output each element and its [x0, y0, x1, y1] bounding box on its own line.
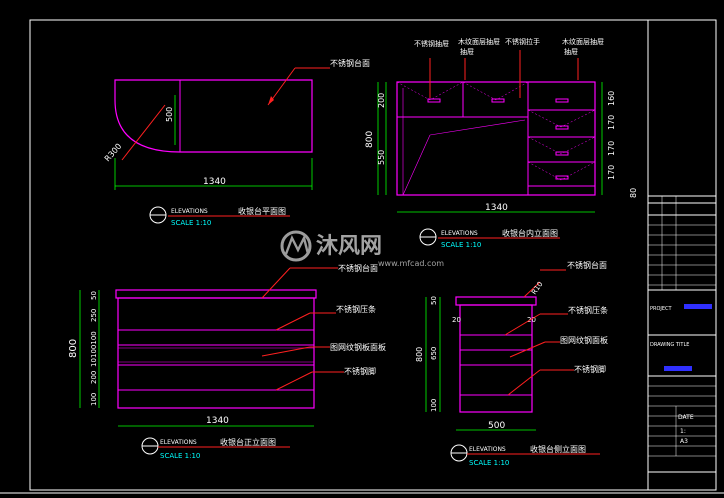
front-scale: SCALE 1:10 — [160, 452, 200, 460]
inner-dash-drawers — [527, 109, 596, 181]
watermark-brand: 沐风网 — [316, 234, 382, 259]
watermark: 沐风网 www.mfcad.com — [280, 230, 444, 268]
front-title: 收银台正立面图 — [220, 437, 276, 447]
inner-handle-6 — [555, 175, 569, 180]
front-label-top: 不锈钢台面 — [338, 263, 378, 273]
inner-dim-160: 160 — [607, 91, 616, 106]
front-dim-width: 1340 — [206, 416, 229, 426]
inner-dim-170b: 170 — [607, 141, 616, 156]
front-leader-top — [261, 267, 291, 299]
side-dim-650: 650 — [430, 347, 438, 360]
side-elevation-view: 不锈钢台面 R10 20 20 不锈钢压条 图网纹钢面板 不锈钢脚 800 50… — [415, 260, 608, 467]
inner-label-drawer-b2: 抽屉 — [564, 47, 578, 56]
front-dim-height: 800 — [68, 339, 79, 358]
inner-elev-tag: ELEVATIONS — [441, 230, 478, 237]
side-label-strip: 不锈钢压条 — [568, 305, 608, 315]
inner-slant-1 — [402, 134, 431, 196]
inner-dim-height: 800 — [365, 131, 375, 148]
tb-project-fill — [684, 304, 712, 309]
front-label-base: 不锈钢脚 — [344, 366, 376, 376]
side-body — [459, 304, 533, 413]
side-leader-strip — [504, 313, 541, 336]
side-title: 收银台侧立面图 — [530, 444, 586, 454]
front-elev-tag: ELEVATIONS — [160, 439, 197, 446]
inner-outline — [396, 81, 596, 196]
side-dim-20b: 20 — [527, 316, 536, 324]
inner-scale: SCALE 1:10 — [441, 241, 481, 249]
title-block: PROJECT DRAWING TITLE DATE 1: A3 — [647, 19, 717, 491]
side-leader-base — [507, 369, 541, 396]
side-elev-tag: ELEVATIONS — [469, 446, 506, 453]
front-dim-200: 200 — [90, 371, 98, 384]
plan-scale: SCALE 1:10 — [171, 219, 211, 227]
inner-dim-200: 200 — [377, 93, 386, 108]
front-leader-panel — [261, 346, 311, 357]
inner-dim-80: 80 — [629, 188, 638, 198]
front-top-slab — [115, 289, 317, 299]
inner-handle-1 — [427, 98, 441, 103]
inner-dim-170a: 170 — [607, 115, 616, 130]
side-dim-50: 50 — [430, 296, 438, 305]
inner-handle-2 — [491, 98, 505, 103]
side-leader-top — [523, 281, 541, 298]
inner-dash-top — [396, 81, 529, 101]
plan-elev-tag: ELEVATIONS — [171, 208, 208, 215]
front-leader-strip — [275, 312, 311, 331]
inner-dim-170c: 170 — [607, 165, 616, 180]
inner-dim-width: 1340 — [485, 203, 508, 213]
inner-dim-550: 550 — [377, 150, 386, 165]
front-label-panel: 图网纹钢板面板 — [330, 342, 386, 352]
inner-handle-3 — [555, 98, 569, 103]
inner-title: 收银台内立面图 — [502, 228, 558, 238]
side-dim-radius: R10 — [530, 280, 544, 296]
side-label-top: 不锈钢台面 — [567, 260, 607, 270]
inner-label-drawer-b: 木纹面层抽屉 — [562, 37, 604, 46]
side-label-base: 不锈钢脚 — [574, 364, 606, 374]
plan-dim-width: 1340 — [203, 177, 226, 187]
side-leader-panel — [509, 341, 546, 358]
plan-view: 不锈钢台面 R300 500 1340 ELEVATIONS 收银台平面图 SC… — [103, 58, 370, 227]
side-dim-20a: 20 — [452, 316, 461, 324]
inner-handle-5 — [555, 151, 569, 156]
inner-slant-2 — [429, 119, 526, 136]
side-top-slab — [455, 296, 537, 306]
plan-dim-radius: R300 — [103, 142, 124, 164]
side-label-panel: 图网纹钢面板 — [560, 335, 608, 345]
tb-project: PROJECT — [650, 306, 673, 312]
tb-size: A3 — [680, 438, 688, 445]
front-dim-250: 250 — [90, 309, 98, 322]
plan-leader-arrow — [268, 96, 274, 105]
watermark-logo-mark — [284, 234, 310, 255]
watermark-url: www.mfcad.com — [378, 259, 444, 268]
inner-label-drawer-a2: 抽屉 — [460, 47, 474, 56]
side-scale: SCALE 1:10 — [469, 459, 509, 467]
tb-title-fill — [664, 366, 692, 371]
side-dim-100: 100 — [430, 399, 438, 412]
inner-label-steel-drawer: 不锈钢抽屉 — [414, 39, 449, 48]
side-dim-height: 800 — [415, 347, 424, 362]
front-label-strip: 不锈钢压条 — [336, 304, 376, 314]
front-dim-10: 10 — [90, 358, 98, 367]
front-dim-50: 50 — [90, 291, 98, 300]
tb-drawing-title: DRAWING TITLE — [650, 342, 689, 348]
plan-title: 收银台平面图 — [238, 206, 286, 216]
front-dim-100b: 100 — [90, 393, 98, 406]
inner-handle-4 — [555, 125, 569, 130]
plan-outline — [114, 79, 313, 153]
tb-scale: 1: — [680, 428, 686, 435]
inner-label-drawer-a: 木纹面层抽屉 — [458, 37, 500, 46]
front-dim-100100: 100100 — [90, 331, 98, 358]
watermark-logo — [280, 230, 312, 262]
plan-radius-leader — [121, 104, 166, 161]
inner-label-steel-handle: 不锈钢拉手 — [505, 37, 540, 46]
side-dim-width: 500 — [488, 421, 505, 431]
front-leader-base — [275, 371, 313, 391]
plan-dim-depth: 500 — [165, 107, 174, 122]
front-body — [117, 297, 315, 409]
front-elevation-view: 不锈钢台面 不锈钢压条 图网纹钢板面板 不锈钢脚 800 50 250 1001… — [68, 263, 386, 460]
tb-date: DATE — [678, 414, 694, 421]
inner-elevation-view: 不锈钢抽屉 木纹面层抽屉 抽屉 不锈钢拉手 木纹面层抽屉 抽屉 800 200 … — [365, 37, 638, 249]
plan-label-steel-top: 不锈钢台面 — [330, 58, 370, 68]
